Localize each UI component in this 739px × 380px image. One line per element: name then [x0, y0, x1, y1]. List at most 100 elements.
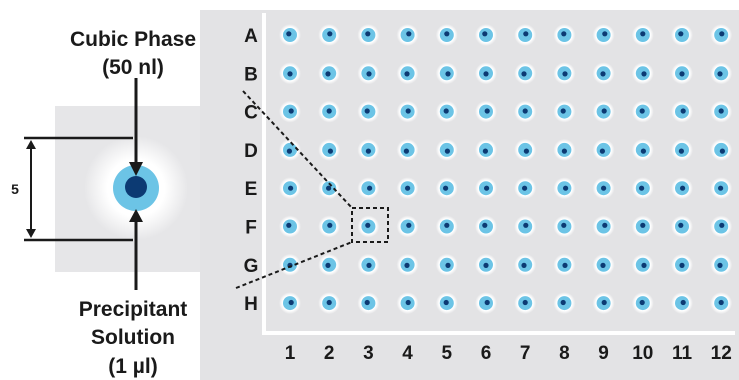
well-b11 [671, 62, 693, 85]
well-h6 [475, 292, 497, 315]
well-f1 [279, 215, 301, 238]
row-label-d: D [244, 141, 258, 162]
well-d3 [357, 138, 380, 161]
well-a10 [631, 24, 654, 46]
well-f3 [357, 215, 380, 238]
column-label-5: 5 [442, 343, 453, 364]
well-b7 [514, 62, 537, 85]
well-a4 [396, 24, 419, 46]
precipitant-volume: (1 µl) [108, 355, 157, 378]
well-g7 [514, 253, 537, 276]
well-c10 [631, 100, 654, 123]
plate-outer [200, 10, 739, 380]
well-c2 [318, 100, 341, 123]
well-a5 [435, 24, 458, 46]
well-d9 [592, 138, 615, 161]
bottom-arrowhead-icon [129, 209, 143, 222]
well-c12 [710, 100, 733, 123]
well-g5 [435, 253, 458, 276]
well-a9 [592, 24, 615, 46]
well-a6 [475, 24, 497, 46]
well-e12 [710, 177, 733, 200]
well-a3 [357, 24, 380, 46]
dim-arrow-up-icon [26, 140, 36, 149]
well-c7 [514, 100, 537, 123]
well-g3 [357, 253, 380, 276]
row-label-h: H [244, 294, 258, 315]
well-b8 [553, 62, 576, 85]
well-h7 [514, 292, 537, 315]
well-h5 [435, 292, 458, 315]
well-c6 [475, 100, 497, 123]
well-e10 [631, 177, 654, 200]
well-e6 [475, 177, 497, 200]
well-f4 [396, 215, 419, 238]
well-d12 [710, 138, 733, 161]
well-b9 [592, 62, 615, 85]
column-label-3: 3 [363, 343, 374, 364]
column-label-9: 9 [598, 343, 609, 364]
well-a2 [318, 24, 341, 46]
well-c9 [592, 100, 615, 123]
row-label-c: C [244, 103, 258, 124]
well-f5 [435, 215, 458, 238]
well-b3 [357, 62, 380, 85]
well-b2 [318, 62, 341, 85]
well-e4 [396, 177, 419, 200]
well-e5 [435, 177, 458, 200]
well-h4 [396, 292, 419, 315]
well-b4 [396, 62, 419, 85]
well-h3 [357, 292, 380, 315]
well-c8 [553, 100, 576, 123]
well-d6 [475, 138, 497, 161]
well-g4 [396, 253, 419, 276]
row-label-a: A [244, 26, 258, 47]
well-c3 [357, 100, 380, 123]
well-a11 [671, 24, 693, 46]
well-b5 [435, 62, 458, 85]
well-h11 [671, 292, 693, 315]
dim-arrow-down-icon [26, 229, 36, 238]
well-b6 [475, 62, 497, 85]
well-a12 [710, 24, 733, 46]
well-g9 [592, 253, 615, 276]
well-d11 [671, 138, 693, 161]
well-d7 [514, 138, 537, 161]
well-e8 [553, 177, 576, 200]
well-f2 [318, 215, 341, 238]
well-grid [279, 24, 733, 315]
column-label-8: 8 [559, 343, 570, 364]
well-f11 [671, 215, 693, 238]
well-f7 [514, 215, 537, 238]
well-g12 [710, 253, 733, 276]
well-a1 [279, 24, 301, 46]
zoom-line-top [242, 90, 353, 209]
well-f9 [592, 215, 615, 238]
precipitant-label: Precipitant [79, 298, 188, 321]
well-d5 [435, 138, 458, 161]
well-h2 [318, 292, 341, 315]
well-f8 [553, 215, 576, 238]
row-label-g: G [244, 256, 259, 277]
well-c11 [671, 100, 693, 123]
top-arrowhead-icon [129, 162, 143, 176]
plate-inner-edge [262, 13, 735, 335]
cubic-phase-label: Cubic Phase [70, 28, 196, 51]
well-f6 [475, 215, 497, 238]
column-label-4: 4 [402, 343, 413, 364]
well-f10 [631, 215, 654, 238]
well-d10 [631, 138, 654, 161]
well-g2 [318, 253, 341, 276]
solution-label: Solution [91, 326, 175, 349]
well-e9 [592, 177, 615, 200]
cubic-phase-volume: (50 nl) [102, 56, 164, 79]
well-h9 [592, 292, 615, 315]
column-label-2: 2 [324, 343, 335, 364]
well-h12 [710, 292, 733, 315]
well-g11 [671, 253, 693, 276]
well-h8 [553, 292, 576, 315]
row-label-b: B [244, 64, 258, 85]
